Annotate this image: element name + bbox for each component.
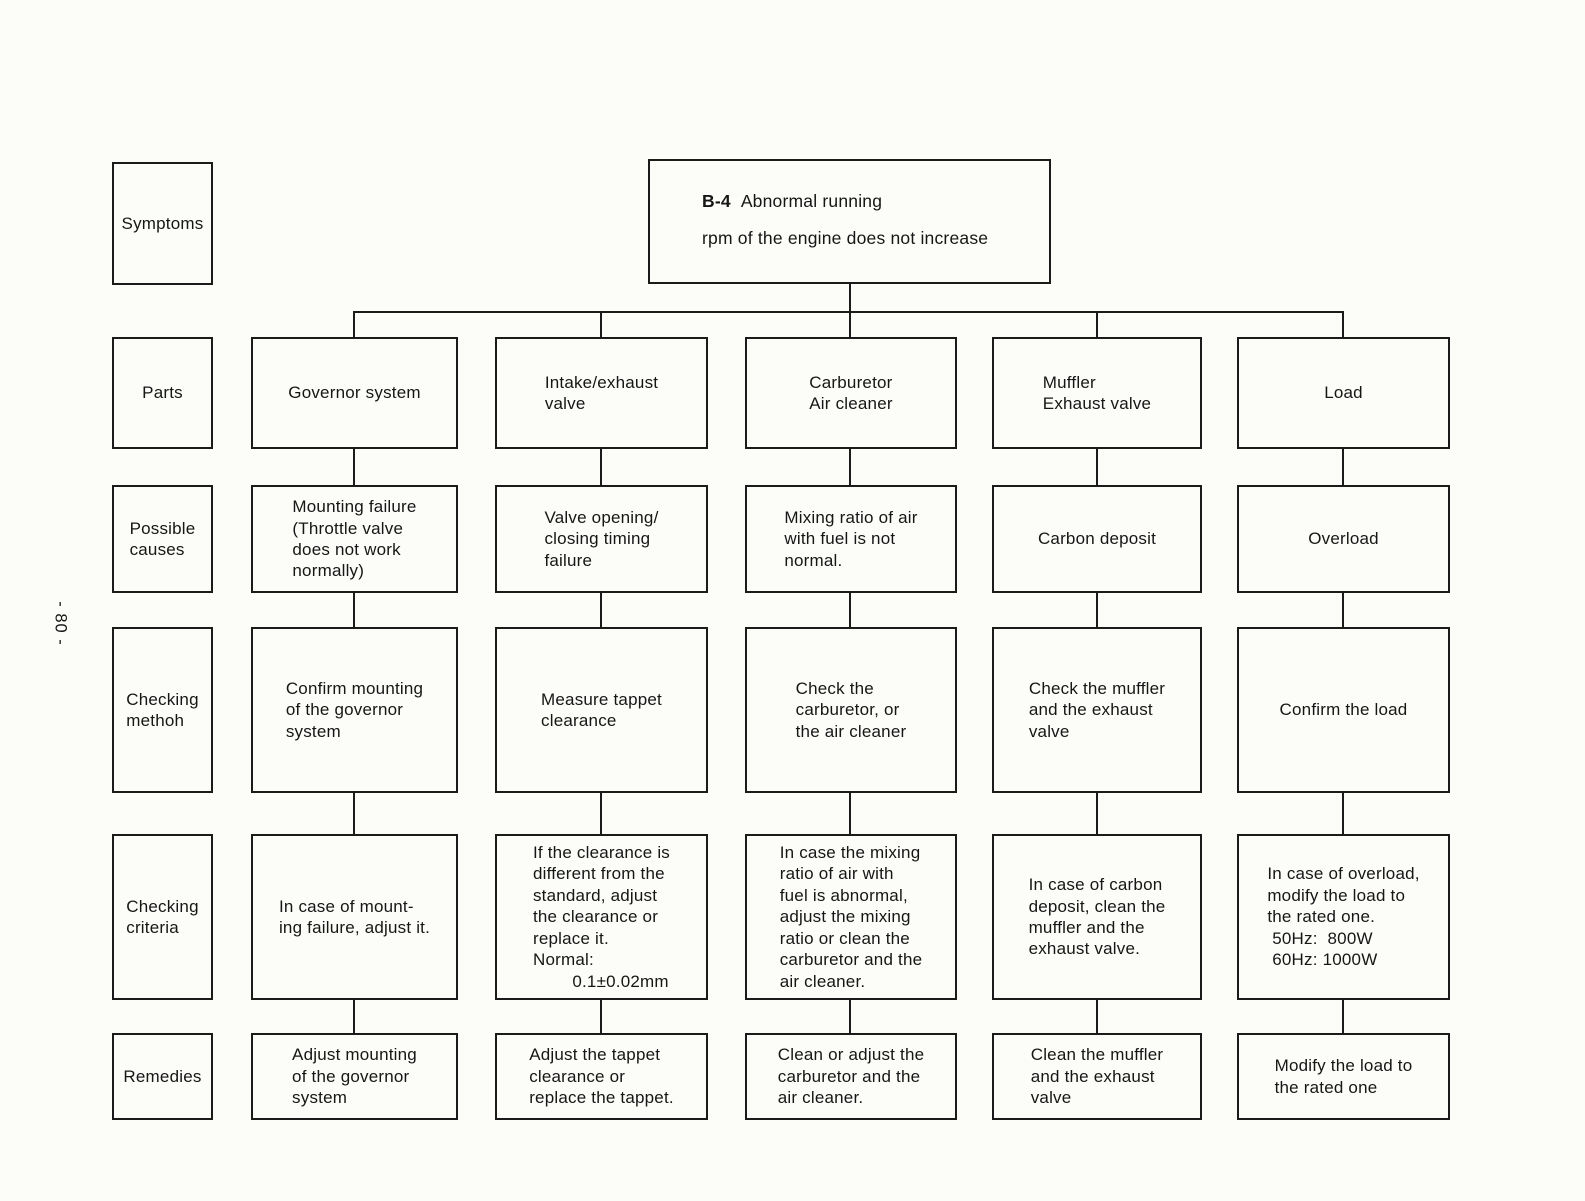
- page-number: - 80 -: [51, 601, 70, 646]
- carburetor-criteria-box: In case the mixing ratio of air with fue…: [745, 834, 957, 1000]
- muffler-criteria-box: In case of carbon deposit, clean the muf…: [992, 834, 1202, 1000]
- connector-bus-load: [1342, 311, 1344, 337]
- connector-bus-governor: [353, 311, 355, 337]
- valve-remedy-box: Adjust the tappet clearance or replace t…: [495, 1033, 708, 1120]
- governor-part-box: Governor system: [251, 337, 458, 449]
- connector-symptom-drop: [849, 284, 851, 311]
- connector-criteria-remedy-c5: [1342, 1000, 1344, 1033]
- load-remedy-box: Modify the load to the rated one: [1237, 1033, 1450, 1120]
- row-label-checking-criteria: Checking criteria: [112, 834, 213, 1000]
- muffler-remedy-box: Clean the muffler and the exhaust valve: [992, 1033, 1202, 1120]
- valve-method-box: Measure tappet clearance: [495, 627, 708, 793]
- row-label-possible-causes: Possible causes: [112, 485, 213, 593]
- governor-remedy-box: Adjust mounting of the governor system: [251, 1033, 458, 1120]
- connector-method-criteria-c2: [600, 793, 602, 834]
- row-label-remedies: Remedies: [112, 1033, 213, 1120]
- carburetor-cause-box: Mixing ratio of air with fuel is not nor…: [745, 485, 957, 593]
- connector-parts-causes-c2: [600, 449, 602, 485]
- section-code: B-4: [702, 191, 731, 211]
- connector-method-criteria-c5: [1342, 793, 1344, 834]
- connector-causes-method-c2: [600, 593, 602, 627]
- symptom-box: B-4 Abnormal running rpm of the engine do…: [648, 159, 1051, 284]
- connector-causes-method-c5: [1342, 593, 1344, 627]
- connector-criteria-remedy-c2: [600, 1000, 602, 1033]
- load-part-box: Load: [1237, 337, 1450, 449]
- connector-criteria-remedy-c4: [1096, 1000, 1098, 1033]
- connector-causes-method-c3: [849, 593, 851, 627]
- connector-method-criteria-c4: [1096, 793, 1098, 834]
- load-method-box: Confirm the load: [1237, 627, 1450, 793]
- carburetor-method-box: Check the carburetor, or the air cleaner: [745, 627, 957, 793]
- valve-part-box: Intake/exhaust valve: [495, 337, 708, 449]
- connector-parts-causes-c5: [1342, 449, 1344, 485]
- governor-method-box: Confirm mounting of the governor system: [251, 627, 458, 793]
- governor-criteria-box: In case of mount- ing failure, adjust it…: [251, 834, 458, 1000]
- section-title: Abnormal running: [740, 191, 883, 211]
- load-cause-box: Overload: [1237, 485, 1450, 593]
- symptom-subtitle: rpm of the engine does not increase: [702, 228, 989, 248]
- connector-bus-carburetor: [849, 311, 851, 337]
- connector-parts-causes-c3: [849, 449, 851, 485]
- connector-criteria-remedy-c3: [849, 1000, 851, 1033]
- row-label-checking-method: Checking methoh: [112, 627, 213, 793]
- connector-parts-causes-c4: [1096, 449, 1098, 485]
- connector-bus: [353, 311, 1344, 313]
- symptom-title-line: B-4 Abnormal running: [702, 191, 1029, 212]
- connector-causes-method-c1: [353, 593, 355, 627]
- row-label-parts: Parts: [112, 337, 213, 449]
- connector-parts-causes-c1: [353, 449, 355, 485]
- connector-bus-muffler: [1096, 311, 1098, 337]
- connector-causes-method-c4: [1096, 593, 1098, 627]
- load-criteria-box: In case of overload, modify the load to …: [1237, 834, 1450, 1000]
- connector-bus-valve: [600, 311, 602, 337]
- row-label-symptoms: Symptoms: [112, 162, 213, 285]
- carburetor-part-box: Carburetor Air cleaner: [745, 337, 957, 449]
- muffler-part-box: Muffler Exhaust valve: [992, 337, 1202, 449]
- carburetor-remedy-box: Clean or adjust the carburetor and the a…: [745, 1033, 957, 1120]
- connector-method-criteria-c1: [353, 793, 355, 834]
- valve-cause-box: Valve opening/ closing timing failure: [495, 485, 708, 593]
- governor-cause-box: Mounting failure (Throttle valve does no…: [251, 485, 458, 593]
- valve-criteria-box: If the clearance is different from the s…: [495, 834, 708, 1000]
- muffler-method-box: Check the muffler and the exhaust valve: [992, 627, 1202, 793]
- connector-method-criteria-c3: [849, 793, 851, 834]
- connector-criteria-remedy-c1: [353, 1000, 355, 1033]
- muffler-cause-box: Carbon deposit: [992, 485, 1202, 593]
